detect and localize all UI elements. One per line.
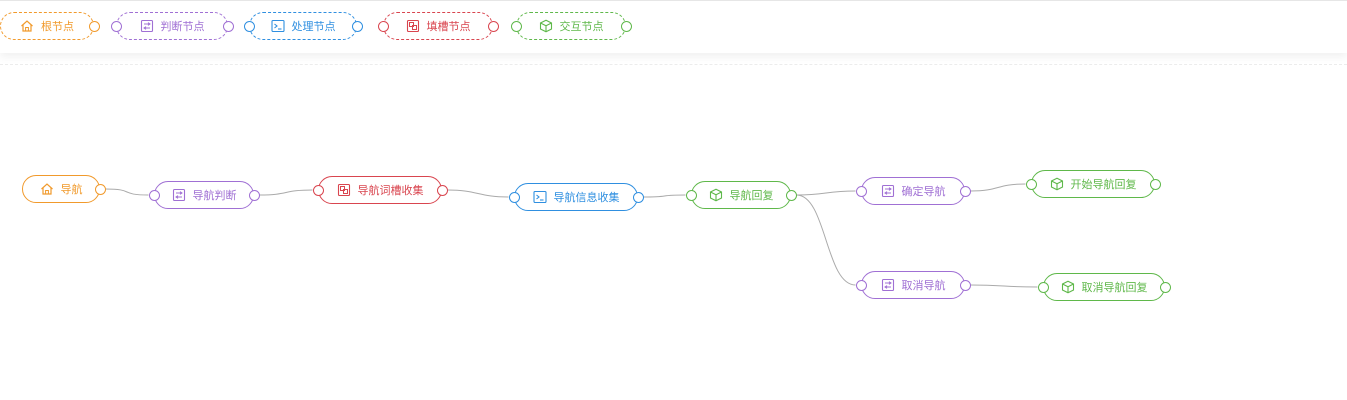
palette-item-slot-label: 填槽节点	[426, 20, 471, 33]
flow-node-n1[interactable]: 导航	[22, 175, 100, 203]
palette-item-judge-label: 判断节点	[160, 20, 205, 33]
flow-node-n6[interactable]: 确定导航	[861, 177, 965, 205]
flow-node-n9-label: 取消导航回复	[1081, 281, 1148, 294]
node-output-port[interactable]	[436, 184, 448, 196]
branch-icon	[881, 184, 895, 198]
node-output-port[interactable]	[785, 189, 797, 201]
flow-node-n7-label: 开始导航回复	[1070, 178, 1137, 191]
flow-node-n2-label: 导航判断	[192, 189, 237, 202]
edge-n1-n2[interactable]	[105, 188, 149, 196]
slot-icon	[337, 183, 351, 197]
palette-output-port[interactable]	[487, 20, 499, 32]
palette-input-port[interactable]	[243, 20, 255, 32]
node-input-port[interactable]	[855, 185, 867, 197]
flow-node-n3-label: 导航词槽收集	[357, 184, 424, 197]
cube-icon	[1050, 177, 1064, 191]
branch-icon	[140, 19, 154, 33]
node-output-port[interactable]	[1159, 281, 1171, 293]
flow-node-n6-label: 确定导航	[901, 185, 946, 198]
palette-item-slot[interactable]: 填槽节点	[383, 12, 493, 40]
flow-node-n3[interactable]: 导航词槽收集	[318, 176, 442, 204]
cube-icon	[1061, 280, 1075, 294]
node-input-port[interactable]	[1025, 178, 1037, 190]
flow-node-n1-label: 导航	[60, 183, 83, 196]
node-output-port[interactable]	[248, 189, 260, 201]
node-output-port[interactable]	[632, 191, 644, 203]
palette-input-port[interactable]	[510, 20, 522, 32]
palette-output-port[interactable]	[88, 20, 100, 32]
palette-input-port[interactable]	[377, 20, 389, 32]
node-output-port[interactable]	[959, 185, 971, 197]
edge-n5-n6[interactable]	[796, 190, 856, 196]
node-input-port[interactable]	[855, 279, 867, 291]
edge-n8-n9[interactable]	[970, 284, 1038, 288]
edge-n3-n4[interactable]	[447, 189, 509, 198]
cube-icon	[709, 188, 723, 202]
home-icon	[20, 19, 34, 33]
node-input-port[interactable]	[508, 191, 520, 203]
palette-item-process[interactable]: 处理节点	[249, 12, 357, 40]
flow-node-n4-label: 导航信息收集	[553, 191, 620, 204]
edge-n4-n5[interactable]	[643, 194, 686, 198]
branch-icon	[172, 188, 186, 202]
cube-icon	[539, 19, 553, 33]
node-output-port[interactable]	[94, 183, 106, 195]
palette-item-root[interactable]: 根节点	[0, 12, 94, 40]
edge-n5-n8[interactable]	[796, 194, 856, 286]
palette-item-root-label: 根节点	[41, 20, 74, 33]
node-output-port[interactable]	[1149, 178, 1161, 190]
palette-item-judge[interactable]: 判断节点	[116, 12, 228, 40]
flow-node-n5-label: 导航回复	[729, 189, 774, 202]
node-output-port[interactable]	[959, 279, 971, 291]
flow-node-n8[interactable]: 取消导航	[861, 271, 965, 299]
node-input-port[interactable]	[148, 189, 160, 201]
branch-icon	[881, 278, 895, 292]
palette-item-process-label: 处理节点	[291, 20, 336, 33]
palette-item-interact-label: 交互节点	[559, 20, 604, 33]
node-input-port[interactable]	[685, 189, 697, 201]
flow-node-n2[interactable]: 导航判断	[154, 181, 254, 209]
slot-icon	[406, 19, 420, 33]
palette-output-port[interactable]	[620, 20, 632, 32]
flow-node-n7[interactable]: 开始导航回复	[1031, 170, 1155, 198]
edge-n6-n7[interactable]	[970, 183, 1026, 192]
node-input-port[interactable]	[312, 184, 324, 196]
terminal-icon	[532, 190, 547, 204]
terminal-icon	[270, 19, 285, 33]
flow-node-n8-label: 取消导航	[901, 279, 946, 292]
edge-n2-n3[interactable]	[259, 189, 313, 196]
palette-output-port[interactable]	[222, 20, 234, 32]
palette-output-port[interactable]	[351, 20, 363, 32]
toolbar-divider	[0, 64, 1347, 65]
node-input-port[interactable]	[1037, 281, 1049, 293]
palette-item-interact[interactable]: 交互节点	[516, 12, 626, 40]
palette-input-port[interactable]	[110, 20, 122, 32]
flow-node-n4[interactable]: 导航信息收集	[514, 183, 638, 211]
flow-node-n9[interactable]: 取消导航回复	[1043, 273, 1165, 301]
home-icon	[40, 182, 54, 196]
flow-node-n5[interactable]: 导航回复	[691, 181, 791, 209]
